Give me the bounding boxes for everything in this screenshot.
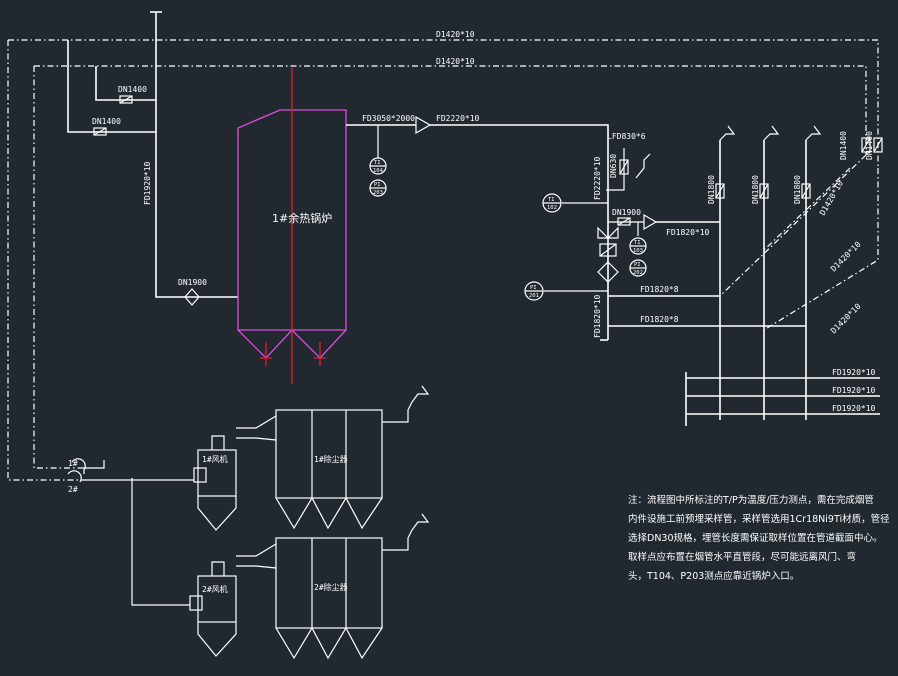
pipe-label-lower-header-2: FD1820*8 — [640, 315, 679, 324]
valve-stack-2 — [759, 183, 769, 199]
pipe-label-stack-3: DN1800 — [793, 175, 802, 204]
reducer-outlet — [415, 115, 432, 135]
pipe-label-bottom-1: FD1920*10 — [832, 368, 876, 377]
note-line-5: 头，T104、P203测点应靠近锅炉入口。 — [628, 570, 799, 582]
pipe-label-riser-valve: LFD830*6 — [607, 132, 646, 141]
pipe-label-bottom-2: FD1920*10 — [832, 386, 876, 395]
note-line-3: 选择DN30规格，埋管长度需保证取样位置在管道截面中心。 — [628, 532, 883, 544]
pipe-label-dn1400-upper: DN1400 — [118, 85, 147, 94]
cyclone-1 — [197, 449, 237, 497]
valve-right-2 — [873, 137, 883, 153]
svg-text:103: 103 — [633, 248, 643, 254]
cyclone-label-1: 1#风机 — [202, 454, 228, 464]
pipe-label-dn630: DN630 — [609, 154, 618, 178]
pipe-label-vertical-main: FD1920*10 — [143, 161, 152, 205]
svg-text:201: 201 — [529, 293, 539, 299]
pipe-label-stack-2: DN1800 — [751, 175, 760, 204]
valve-riser-gate — [599, 243, 617, 257]
pipe-label-stack-1: DN1800 — [707, 175, 716, 204]
svg-text:202: 202 — [633, 270, 643, 276]
top-headers: D1420*10 D1420*10 — [7, 30, 879, 481]
svg-text:TI: TI — [634, 240, 641, 246]
note-block: 注：流程图中所标注的T/P为温度/压力测点，需在完成烟管 内件设施工前预埋采样管… — [628, 494, 890, 582]
valve-stack-1 — [715, 183, 725, 199]
valve-dn1400-lower — [93, 127, 107, 136]
pipe-label-bottom-3: FD1920*10 — [832, 404, 876, 413]
valve-dn1900-bypass — [617, 217, 631, 226]
pipe-label-right-valve-2: DN1400 — [865, 131, 874, 160]
dust-collector-1: 1# 2# 1#风机 1#除尘器 — [67, 385, 430, 606]
valve-stack-3 — [801, 183, 811, 199]
svg-text:104: 104 — [373, 168, 384, 174]
valve-dn630 — [619, 159, 629, 175]
valve-right-1 — [861, 137, 871, 153]
svg-text:TI: TI — [374, 160, 381, 166]
pipe-label-top-2: D1420*10 — [436, 57, 475, 66]
valve-riser-check — [597, 261, 619, 283]
valve-dn1400-upper — [119, 95, 133, 104]
dust-collector-2: 2#风机 2#除尘器 — [189, 513, 430, 660]
collector-2 — [275, 537, 383, 629]
pipe-label-lower-vertical: FD1820*10 — [593, 294, 602, 338]
svg-text:PI: PI — [634, 262, 641, 268]
pipe-label-diag-2: D1420*10 — [829, 240, 863, 274]
valve-dn1900-inlet — [184, 288, 200, 306]
collector-label-1: 1#除尘器 — [314, 454, 348, 464]
pipe-label-right-valve-1: DN1400 — [839, 131, 848, 160]
collector-1 — [275, 409, 383, 499]
svg-text:203: 203 — [373, 190, 383, 196]
svg-text:TI: TI — [548, 197, 555, 203]
cyclone-2 — [197, 575, 237, 623]
outlet-duct: FD3050*2000 FD2220*10 TI 104 PI 203 — [346, 114, 609, 340]
boiler-label: 1#余热锅炉 — [272, 211, 332, 225]
svg-text:PI: PI — [374, 182, 381, 188]
pipe-label-diag-3: D1420*10 — [829, 302, 863, 336]
pipe-label-outlet-duct: FD2220*10 — [436, 114, 480, 123]
pipe-label-boiler-outlet: FD3050*2000 — [362, 114, 415, 123]
note-line-4: 取样点应布置在烟管水平直管段，尽可能远离风门、弯 — [628, 551, 856, 563]
pipe-label-top-1: D1420*10 — [436, 30, 475, 39]
riser: FD2220*10 LFD830*6 DN630 TI 102 DN1900 F… — [524, 132, 720, 301]
pipe-label-riser: FD2220*10 — [593, 156, 602, 200]
fan-label-1: 1# — [68, 459, 78, 468]
vertical-main: DN1400 DN1400 FD1920*10 DN1900 — [67, 11, 238, 306]
pipe-label-diag-1: D1420*10 — [818, 179, 845, 217]
svg-text:102: 102 — [547, 205, 557, 211]
svg-text:PI: PI — [530, 285, 537, 291]
pipe-label-mid-branch: FD1820*10 — [666, 228, 710, 237]
pipe-label-lower-header-1: FD1820*8 — [640, 285, 679, 294]
pipe-label-dn1900-inlet: DN1900 — [178, 278, 207, 287]
cyclone-label-2: 2#风机 — [202, 584, 228, 594]
pipe-label-dn1400-lower: DN1400 — [92, 117, 121, 126]
pipe-label-bypass-valve: DN1900 — [612, 208, 641, 217]
fan-label-2: 2# — [68, 485, 78, 494]
boiler: 1#余热锅炉 — [237, 68, 347, 384]
collector-label-2: 2#除尘器 — [314, 582, 348, 592]
note-line-1: 注：流程图中所标注的T/P为温度/压力测点，需在完成烟管 — [628, 494, 874, 506]
note-line-2: 内件设施工前预埋采样管，采样管选用1Cr18Ni9Ti材质，管径 — [628, 513, 890, 525]
